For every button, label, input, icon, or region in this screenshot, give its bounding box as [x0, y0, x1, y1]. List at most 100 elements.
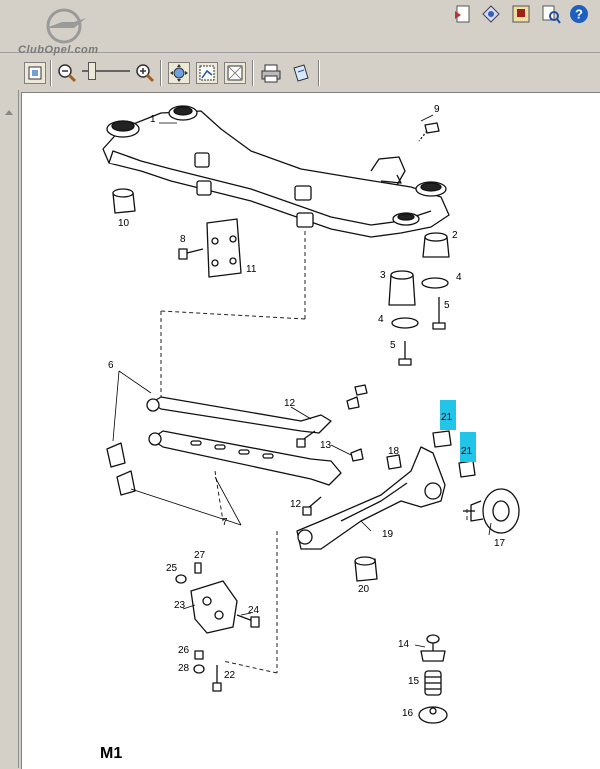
callout-3: 3 — [380, 270, 386, 281]
upper-link-arm-part-6 — [146, 396, 332, 434]
callout-9: 9 — [434, 104, 440, 115]
lower-link-arm-part-7 — [148, 430, 342, 486]
callout-7: 7 — [222, 517, 228, 528]
spring-seat-part-14 — [420, 634, 446, 662]
crossmember-subframe — [102, 105, 450, 238]
fit-page-button[interactable] — [24, 62, 46, 84]
callout-27: 27 — [194, 550, 206, 561]
callout-28: 28 — [178, 663, 190, 674]
washer-part-25 — [175, 574, 187, 584]
rubber-mount-part-2 — [422, 232, 450, 258]
washer-part-4-lower — [391, 317, 419, 329]
bolt-part-22 — [212, 665, 222, 692]
callout-5-right: 5 — [444, 300, 450, 311]
zoom-slider-handle[interactable] — [88, 62, 96, 80]
export-icon[interactable] — [290, 62, 312, 84]
document-icon[interactable] — [452, 3, 474, 25]
highlight-part-21-b — [460, 432, 476, 462]
move-icon — [170, 64, 188, 82]
logo-text: ClubOpel.com — [18, 44, 99, 56]
bush-part-10 — [112, 188, 136, 214]
callout-2: 2 — [452, 230, 458, 241]
washer-part-4-upper — [421, 277, 449, 289]
rear-suspension-exploded-diagram — [102, 105, 520, 724]
callout-14: 14 — [398, 639, 410, 650]
callout-20: 20 — [358, 584, 370, 595]
callout-24: 24 — [248, 605, 260, 616]
select-area-icon — [199, 65, 215, 81]
svg-text:?: ? — [575, 7, 583, 22]
toolbar-separator — [50, 60, 52, 86]
search-document-icon[interactable] — [540, 3, 562, 25]
callout-13: 13 — [320, 440, 332, 451]
leader-lines — [112, 114, 492, 648]
nut-part-13-a — [346, 396, 360, 410]
zoom-area-icon — [227, 65, 243, 81]
callout-4-upper: 4 — [456, 272, 462, 283]
lower-seat-part-16 — [418, 706, 448, 724]
callout-12-lower: 12 — [290, 499, 302, 510]
bracket-part-23 — [190, 580, 238, 634]
callout-18: 18 — [388, 446, 400, 457]
scroll-up-arrow-icon[interactable] — [4, 108, 14, 118]
page-icon[interactable] — [510, 3, 532, 25]
print-icon[interactable] — [260, 62, 282, 84]
callout-6: 6 — [108, 360, 114, 371]
nut-part-13-b — [354, 384, 368, 396]
bolt-part-8 — [178, 248, 204, 260]
callout-8: 8 — [180, 234, 186, 245]
callout-17: 17 — [494, 538, 506, 549]
callout-25: 25 — [166, 563, 178, 574]
trailing-arm-part-19 — [296, 446, 446, 550]
nut-part-27 — [194, 562, 202, 574]
callout-19: 19 — [382, 529, 394, 540]
callout-12-upper: 12 — [284, 398, 296, 409]
pan-button[interactable] — [168, 62, 190, 84]
callout-21-b: 21 — [461, 446, 473, 457]
wheel-hub-part-17 — [463, 488, 520, 534]
callout-15: 15 — [408, 676, 420, 687]
tag-icon[interactable] — [480, 3, 502, 25]
callout-5-lower: 5 — [390, 340, 396, 351]
callout-10: 10 — [118, 218, 130, 229]
bolt-part-12-upper — [296, 430, 316, 448]
toolbar-separator — [160, 60, 162, 86]
fit-page-icon — [28, 66, 42, 80]
viewer-toolbar — [0, 56, 600, 90]
callout-1: 1 — [150, 114, 156, 125]
top-header: ClubOpel.com ? — [0, 0, 600, 56]
callout-23: 23 — [174, 600, 186, 611]
bush-link-lower — [116, 470, 136, 496]
callout-11: 11 — [246, 264, 257, 275]
toolbar-separator — [318, 60, 320, 86]
bolt-part-5-lower — [398, 341, 412, 366]
callout-4-lower: 4 — [378, 314, 384, 325]
diagram-canvas — [21, 92, 600, 769]
zoom-in-icon[interactable] — [134, 62, 156, 84]
help-icon[interactable]: ? — [568, 3, 590, 25]
bush-link-upper — [106, 442, 126, 468]
bolt-part-5-right — [432, 297, 446, 330]
rubber-mount-part-3 — [388, 270, 416, 306]
bump-stop-part-15 — [424, 670, 442, 696]
nut-part-18 — [386, 454, 402, 470]
callout-21-a: 21 — [441, 412, 453, 423]
nut-part-13-c — [350, 448, 364, 462]
toolbar-separator — [252, 60, 254, 86]
washer-part-28 — [193, 664, 205, 674]
highlight-part-21-a — [440, 400, 456, 430]
bush-part-21-b — [458, 460, 476, 478]
bolt-part-24 — [236, 614, 260, 628]
callout-22: 22 — [224, 670, 236, 681]
zoom-slider-track[interactable] — [82, 70, 130, 72]
page-label: M1 — [100, 745, 123, 762]
bolt-part-12-lower — [302, 496, 322, 516]
callout-16: 16 — [402, 708, 414, 719]
bush-part-21-a — [432, 430, 452, 448]
left-panel — [0, 90, 19, 768]
callout-26: 26 — [178, 645, 190, 656]
select-area-button[interactable] — [196, 62, 218, 84]
mount-bracket-part-11 — [206, 218, 242, 278]
zoom-out-icon[interactable] — [56, 62, 78, 84]
zoom-area-button[interactable] — [224, 62, 246, 84]
